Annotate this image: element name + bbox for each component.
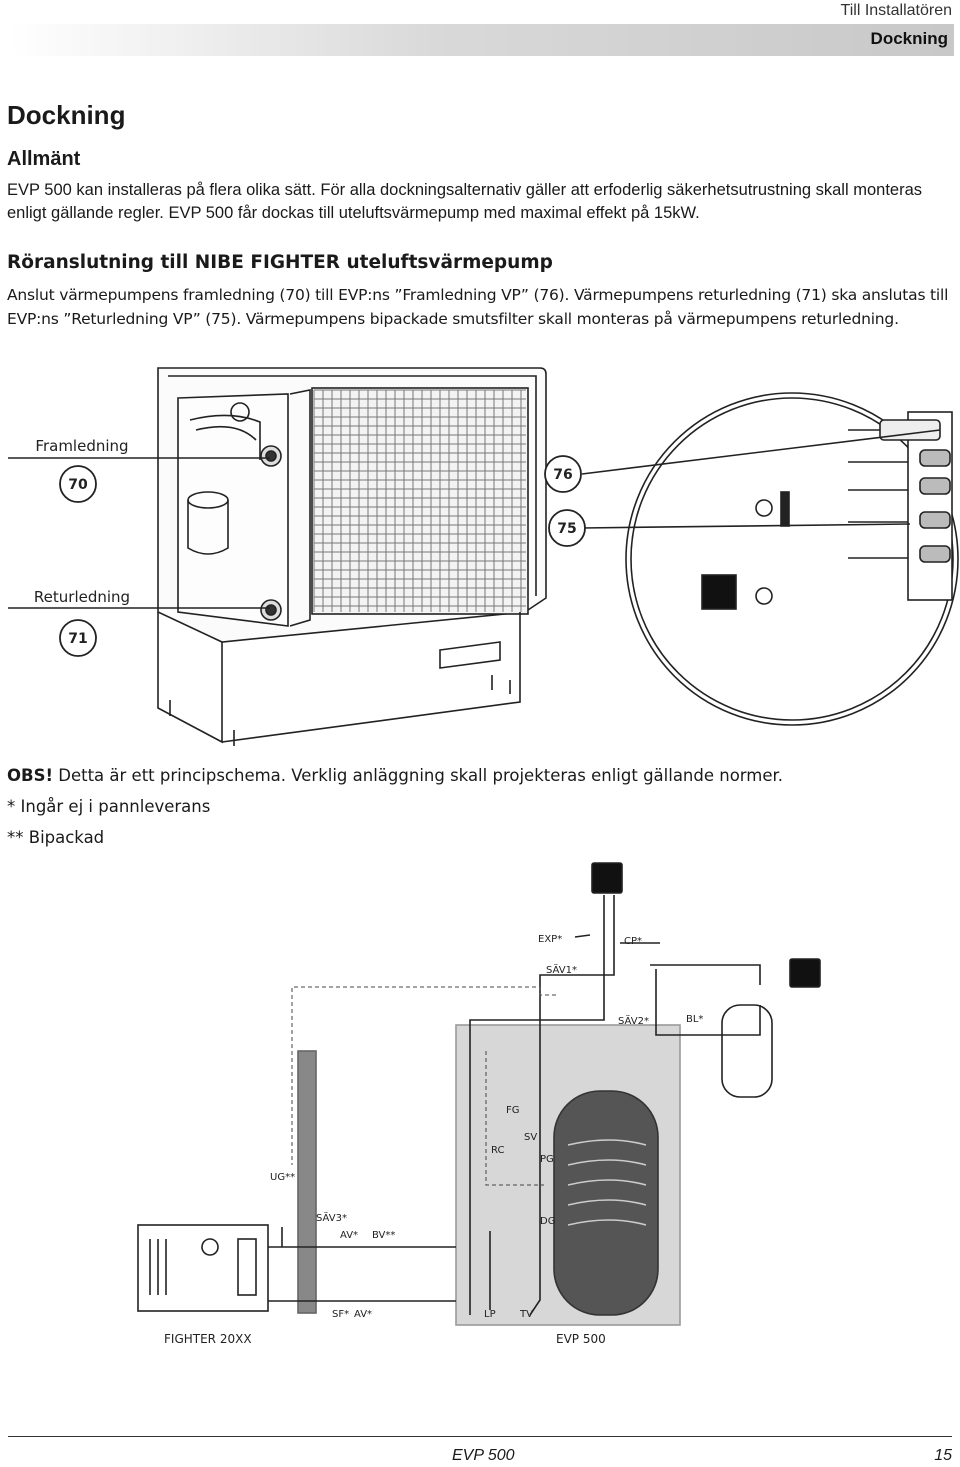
header-section: Till Installatören (840, 2, 952, 19)
label-av1: AV* (340, 1230, 358, 1241)
label-rc: RC (491, 1145, 504, 1156)
label-lp: LP (484, 1309, 496, 1320)
callout-71: 71 (68, 631, 87, 647)
label-pg: PG (540, 1154, 554, 1165)
label-av2: AV* (354, 1309, 372, 1320)
evp-label: EVP 500 (556, 1332, 606, 1346)
connection-illustration: Framledning Returledning 70 71 76 75 (8, 367, 959, 746)
label-sav3: SÄV3* (316, 1211, 347, 1224)
label-exp: EXP* (538, 934, 562, 945)
fighter-label: FIGHTER 20XX (164, 1332, 252, 1346)
general-heading: Allmänt (7, 148, 81, 170)
page-title: Dockning (7, 100, 126, 130)
label-sv: SV (524, 1132, 537, 1143)
label-bv: BV** (372, 1230, 395, 1241)
label-tv: TV (519, 1309, 533, 1320)
header-bar: Dockning (8, 24, 954, 56)
label-cp: CP* (624, 936, 642, 947)
callout-70: 70 (68, 477, 88, 493)
label-sav2: SÄV2* (618, 1014, 649, 1027)
callout-75: 75 (557, 521, 576, 537)
callout-76: 76 (553, 467, 572, 483)
footer-model: EVP 500 (452, 1447, 515, 1464)
note-packed: ** Bipackad (7, 828, 105, 847)
label-sf: SF* (332, 1309, 349, 1320)
general-text: EVP 500 kan installeras på flera olika s… (7, 181, 923, 222)
connection-heading: Röranslutning till NIBE FIGHTER utelufts… (7, 252, 553, 273)
obs-note: OBS! Detta är ett principschema. Verklig… (7, 766, 784, 785)
header-subsection: Dockning (870, 29, 948, 48)
label-fg: FG (506, 1105, 520, 1116)
flow-label: Framledning (35, 437, 128, 455)
label-bl: BL* (686, 1014, 703, 1025)
note-not-included: * Ingår ej i pannleverans (7, 797, 211, 816)
page-number: 15 (934, 1447, 952, 1464)
connection-text: Anslut värmepumpens framledning (70) til… (7, 286, 949, 328)
label-ug: UG** (270, 1172, 295, 1183)
principle-schematic: EXP* CP* SÄV1* SÄV2* BL* FG RC SV PG UG*… (137, 862, 821, 1346)
footer-divider (8, 1436, 952, 1437)
label-dg: DG (540, 1216, 555, 1227)
label-sav1: SÄV1* (546, 963, 577, 976)
return-label: Returledning (34, 588, 130, 606)
